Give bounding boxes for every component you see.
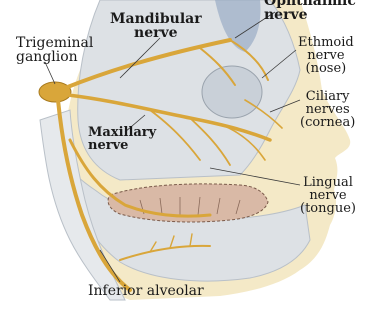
mandibular-line1: Mandibular [110,12,202,26]
mandibular-line2: nerve [110,26,202,40]
ophthalmic-line2: nerve [264,8,356,22]
lingual-line3: (tongue) [300,202,356,215]
trigeminal-ganglion-label: Trigeminal ganglion [16,36,93,64]
trigeminal-line1: Trigeminal [16,36,93,50]
eye-orbit [202,66,262,118]
maxillary-nerve-label: Maxillary nerve [88,126,156,152]
ethmoid-nerve-label: Ethmoid nerve (nose) [298,36,354,75]
mandibular-nerve-label: Mandibular nerve [110,12,202,40]
ciliary-nerves-label: Ciliary nerves (cornea) [300,90,355,129]
inferior-alveolar-label: Inferior alveolar [88,284,204,298]
lingual-nerve-label: Lingual nerve (tongue) [300,176,356,215]
ciliary-line3: (cornea) [300,116,355,129]
ophthalmic-nerve-label: Ophthalmic nerve [264,0,356,22]
inferior-alveolar-line1: Inferior alveolar [88,284,204,298]
ethmoid-line3: (nose) [298,62,354,75]
maxillary-line2: nerve [88,139,156,152]
trigeminal-line2: ganglion [16,50,93,64]
